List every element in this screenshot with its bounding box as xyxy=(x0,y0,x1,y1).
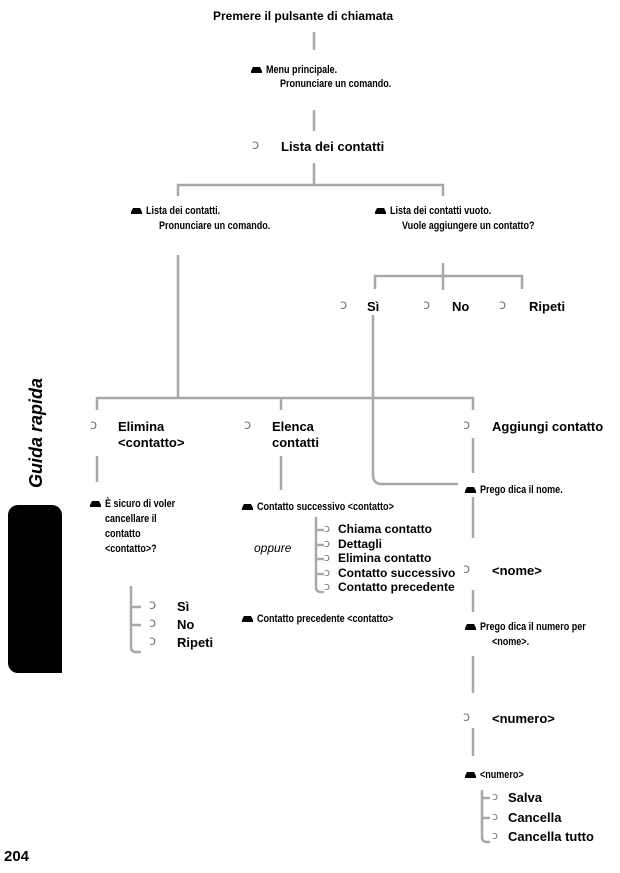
speech-icon: ↄ xyxy=(252,138,260,153)
oppure-label: oppure xyxy=(254,541,292,555)
car-icon xyxy=(465,624,476,630)
speech-icon: ↄ xyxy=(492,810,499,823)
say-number-line1: Prego dica il numero per xyxy=(480,621,586,633)
action-prev: Contatto precedente xyxy=(338,580,455,594)
confirm-option-no: No xyxy=(177,617,195,632)
main-menu-line2: Pronunciare un comando. xyxy=(280,78,392,90)
prev-contact-prompt: Contatto precedente <contatto> xyxy=(257,613,394,625)
page-number: 204 xyxy=(4,848,30,865)
car-icon xyxy=(465,772,476,778)
car-icon xyxy=(251,67,262,73)
option-save: Salva xyxy=(508,790,542,805)
speech-icon: ↄ xyxy=(492,790,499,803)
speech-icon: ↄ xyxy=(324,537,331,550)
speech-icon: ↄ xyxy=(324,580,331,593)
car-icon xyxy=(131,208,142,214)
say-name-prompt: Prego dica il nome. xyxy=(480,484,563,496)
car-icon xyxy=(375,208,386,214)
speech-icon: ↄ xyxy=(423,298,431,313)
start-label: Premere il pulsante di chiamata xyxy=(213,9,394,23)
speech-icon: ↄ xyxy=(244,418,252,433)
option-cancel-all: Cancella tutto xyxy=(508,829,594,844)
speech-icon: ↄ xyxy=(492,829,499,842)
speech-icon: ↄ xyxy=(324,566,331,579)
speech-icon: ↄ xyxy=(149,616,157,631)
name-command: <nome> xyxy=(492,563,542,578)
confirm-line2: cancellare il xyxy=(105,513,157,525)
confirm-option-repeat: Ripeti xyxy=(177,635,214,650)
next-contact-prompt: Contatto successivo <contatto> xyxy=(257,501,394,513)
list-command-line2: contatti xyxy=(272,435,319,450)
confirm-line1: È sicuro di voler xyxy=(105,498,176,510)
speech-icon: ↄ xyxy=(90,418,98,433)
confirm-line4: <contatto>? xyxy=(105,543,157,555)
empty-prompt-line1: Lista dei contatti vuoto. xyxy=(390,205,492,217)
speech-icon: ↄ xyxy=(324,522,331,535)
number-echo: <numero> xyxy=(480,769,524,781)
list-command-line1: Elenca xyxy=(272,419,314,434)
confirm-option-yes: Sì xyxy=(177,599,190,614)
main-menu-line1: Menu principale. xyxy=(266,64,338,76)
empty-prompt-line2: Vuole aggiungere un contatto? xyxy=(402,220,535,232)
speech-icon: ↄ xyxy=(463,418,471,433)
list-prompt-line1: Lista dei contatti. xyxy=(146,205,221,217)
action-details: Dettagli xyxy=(338,537,383,551)
delete-command-line2: <contatto> xyxy=(118,435,185,450)
contact-list-command: Lista dei contatti xyxy=(281,139,385,154)
empty-option-no: No xyxy=(452,299,470,314)
speech-icon: ↄ xyxy=(340,298,348,313)
empty-option-repeat: Ripeti xyxy=(529,299,566,314)
confirm-line3: contatto xyxy=(105,528,141,540)
side-label: Guida rapida xyxy=(26,377,46,488)
car-icon xyxy=(465,487,476,493)
speech-icon: ↄ xyxy=(499,298,507,313)
speech-icon: ↄ xyxy=(149,598,157,613)
car-icon xyxy=(90,501,101,507)
speech-icon: ↄ xyxy=(463,710,471,725)
empty-option-yes: Sì xyxy=(367,299,380,314)
option-cancel: Cancella xyxy=(508,810,562,825)
action-delete: Elimina contatto xyxy=(338,551,432,565)
action-call: Chiama contatto xyxy=(338,522,433,536)
action-next: Contatto successivo xyxy=(338,566,456,580)
section-tab xyxy=(8,505,62,673)
delete-command-line1: Elimina xyxy=(118,419,165,434)
speech-icon: ↄ xyxy=(324,551,331,564)
speech-icon: ↄ xyxy=(149,634,157,649)
car-icon xyxy=(242,616,253,622)
number-command: <numero> xyxy=(492,711,555,726)
speech-icon: ↄ xyxy=(463,562,471,577)
car-icon xyxy=(242,504,253,510)
say-number-line2: <nome>. xyxy=(492,636,530,648)
list-prompt-line2: Pronunciare un comando. xyxy=(159,220,271,232)
add-contact-command: Aggiungi contatto xyxy=(492,419,604,434)
